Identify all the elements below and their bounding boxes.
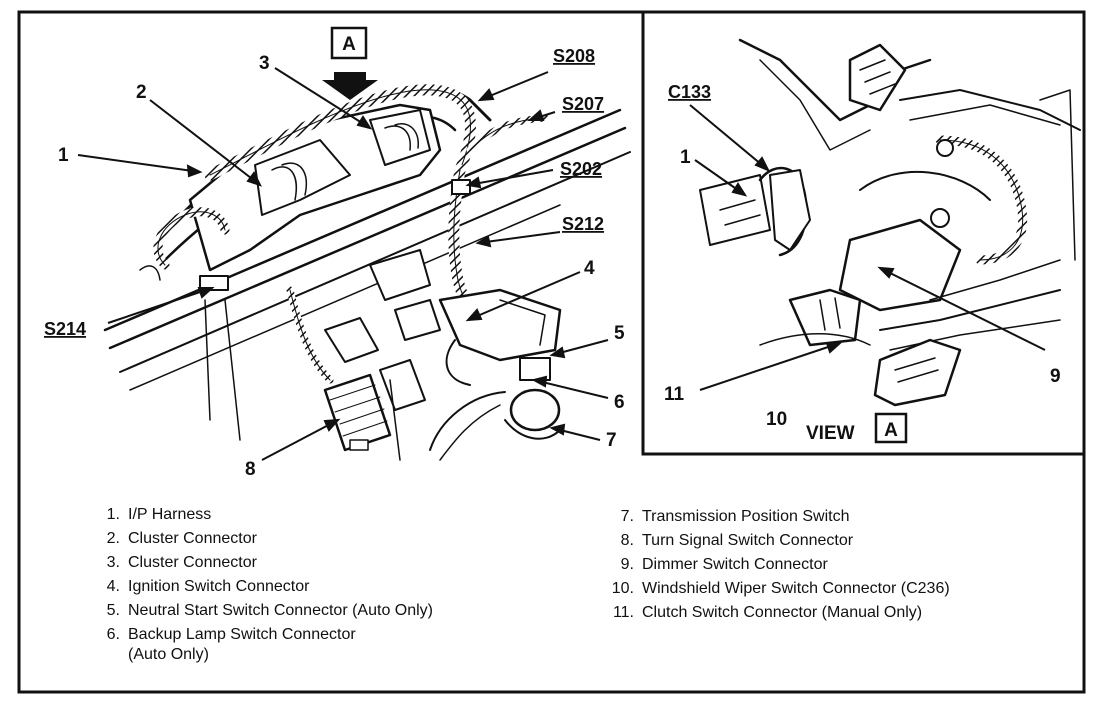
splice-s208: S208 bbox=[553, 46, 595, 66]
legend-left: 1. I/P Harness 2. Cluster Connector 3. Cluste… bbox=[82, 503, 433, 667]
legend-item-text: Dimmer Switch Connector bbox=[642, 556, 828, 573]
splice-s207: S207 bbox=[562, 94, 604, 114]
legend-item-text: Backup Lamp Switch Connector bbox=[128, 626, 356, 643]
inset-frame bbox=[641, 10, 1086, 456]
view-marker-label: A bbox=[342, 34, 356, 55]
legend-item: 4. Ignition Switch Connector bbox=[82, 575, 433, 599]
callout-6: 6 bbox=[614, 392, 625, 413]
callout-8: 8 bbox=[245, 459, 256, 480]
inset-callout-11: 11 bbox=[664, 384, 685, 405]
splice-s212: S212 bbox=[562, 214, 604, 234]
legend-item-number: 11. bbox=[612, 604, 634, 621]
main-leader-lines bbox=[77, 67, 609, 461]
legend-item: 5. Neutral Start Switch Connector (Auto O… bbox=[82, 599, 433, 623]
legend-item: 2. Cluster Connector bbox=[82, 527, 433, 551]
legend-item: 6. Backup Lamp Switch Connector bbox=[82, 623, 433, 647]
inset-callout-10: 10 bbox=[766, 409, 787, 430]
legend-item-text: Ignition Switch Connector bbox=[128, 578, 310, 595]
legend-item-number: 8. bbox=[620, 532, 634, 549]
inset-callout-1: 1 bbox=[680, 147, 691, 168]
legend-item-number: 3. bbox=[106, 554, 120, 571]
splice-s202: S202 bbox=[560, 159, 602, 179]
legend-item-number: 5. bbox=[106, 602, 120, 619]
splice-labels: S208 S207 S202 S212 S214 bbox=[44, 46, 604, 339]
legend-item-text: Cluster Connector bbox=[128, 530, 257, 547]
legend-item: 3. Cluster Connector bbox=[82, 551, 433, 575]
view-title: VIEW bbox=[806, 423, 855, 444]
legend-item: 8. Turn Signal Switch Connector bbox=[592, 529, 950, 553]
main-callouts: 1 2 3 4 5 6 7 8 bbox=[58, 53, 625, 480]
legend-item-number: 10. bbox=[611, 580, 634, 597]
legend-item: 7. Transmission Position Switch bbox=[592, 505, 950, 529]
view-a-arrow: A bbox=[322, 26, 378, 100]
legend-item-text: Transmission Position Switch bbox=[642, 508, 850, 525]
view-letter-box bbox=[874, 412, 908, 444]
legend-item-text: Cluster Connector bbox=[128, 554, 257, 571]
legend-item-number: 6. bbox=[106, 626, 120, 643]
legend-item-number: 9. bbox=[620, 556, 634, 573]
legend-item-text: Clutch Switch Connector (Manual Only) bbox=[642, 604, 923, 621]
legend-right: 7. Transmission Position Switch 8. Turn Sig… bbox=[592, 505, 950, 625]
callout-1: 1 bbox=[58, 145, 69, 166]
callout-2: 2 bbox=[136, 82, 147, 103]
inset-illustration bbox=[699, 38, 1081, 407]
inset-leader-lines bbox=[689, 104, 1046, 391]
legend-item-number: 4. bbox=[106, 578, 120, 595]
inset-callout-9: 9 bbox=[1050, 366, 1061, 387]
legend-item-text: Neutral Start Switch Connector (Auto Onl… bbox=[128, 602, 434, 619]
callout-5: 5 bbox=[614, 323, 625, 344]
legend-item-text: Windshield Wiper Switch Connector (C236) bbox=[642, 580, 950, 597]
connector-c133-label: C133 bbox=[668, 82, 711, 102]
legend-item-number: 7. bbox=[620, 508, 634, 525]
legend-item-text: Turn Signal Switch Connector bbox=[642, 532, 854, 549]
splice-s214: S214 bbox=[44, 319, 86, 339]
inset-labels: C133 1 9 11 10 VIEW A bbox=[664, 82, 1061, 444]
legend-item: 10. Windshield Wiper Switch Connector (C2… bbox=[592, 577, 950, 601]
callout-7: 7 bbox=[606, 430, 617, 451]
legend-item-text: I/P Harness bbox=[128, 506, 212, 523]
legend-item: 11. Clutch Switch Connector (Manual Only) bbox=[592, 601, 950, 625]
legend-item-continuation: (Auto Only) bbox=[128, 646, 209, 663]
legend-item: 1. I/P Harness bbox=[82, 503, 433, 527]
legend-item: 9. Dimmer Switch Connector bbox=[592, 553, 950, 577]
legend-item-number: 2. bbox=[106, 530, 120, 547]
legend-item-number: 1. bbox=[106, 506, 120, 523]
main-illustration bbox=[103, 84, 631, 461]
callout-3: 3 bbox=[259, 53, 270, 74]
view-letter: A bbox=[884, 420, 898, 441]
callout-4: 4 bbox=[584, 258, 595, 279]
